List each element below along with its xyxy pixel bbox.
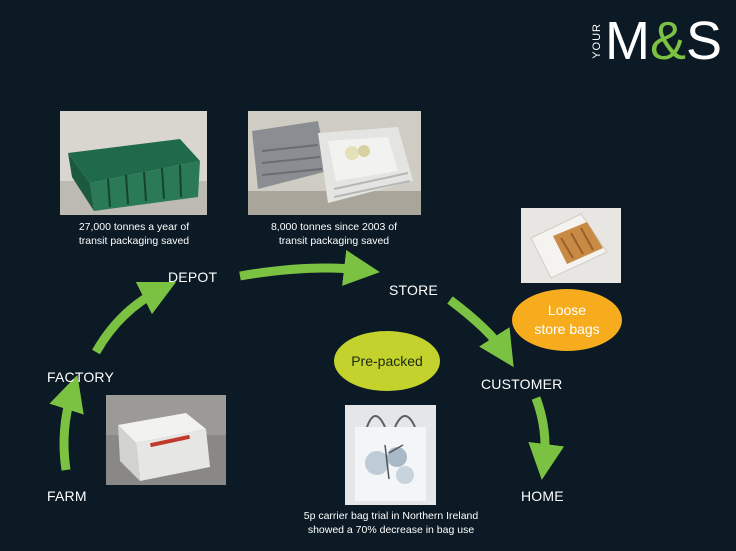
depot-caption-line2: transit packaging saved xyxy=(78,234,190,247)
loose-bags-bubble: Loose store bags xyxy=(512,289,622,351)
boxes-photo xyxy=(106,395,226,485)
loose-label-line1: Loose xyxy=(547,302,587,319)
store-caption-line2: transit packaging saved xyxy=(278,234,390,247)
bag-caption-line2: showed a 70% decrease in bag use xyxy=(307,523,475,536)
bag-caption-line1: 5p carrier bag trial in Northern Ireland xyxy=(303,510,479,522)
store-caption-line1: 8,000 tonnes since 2003 of xyxy=(270,221,398,233)
totes-photo xyxy=(248,111,421,215)
prepacked-label: Pre-packed xyxy=(351,352,423,369)
arrow-store-to-customer xyxy=(447,296,514,368)
logo-m: M xyxy=(604,11,650,71)
bag-caption: 5p carrier bag trial in Northern Ireland… xyxy=(286,510,496,537)
store-caption: 8,000 tonnes since 2003 of transit packa… xyxy=(244,221,424,248)
depot-caption: 27,000 tonnes a year of transit packagin… xyxy=(52,221,216,248)
depot-caption-line1: 27,000 tonnes a year of xyxy=(78,221,190,233)
node-farm: FARM xyxy=(47,488,87,504)
node-customer: CUSTOMER xyxy=(481,376,563,392)
arrow-farm-to-factory xyxy=(49,374,84,471)
arrow-depot-to-store xyxy=(239,250,380,286)
bread-bag-photo xyxy=(521,208,621,283)
arrow-factory-to-depot xyxy=(92,281,177,355)
node-factory: FACTORY xyxy=(47,369,115,385)
carrier-bag-photo xyxy=(345,405,436,505)
ms-logo: YOUR M & S xyxy=(591,14,722,68)
crate-photo xyxy=(60,111,207,215)
node-store: STORE xyxy=(389,282,438,298)
logo-s: S xyxy=(685,11,722,71)
arrow-customer-to-home xyxy=(528,396,565,480)
node-home: HOME xyxy=(521,488,564,504)
prepacked-bubble: Pre-packed xyxy=(334,331,440,391)
logo-ampersand: & xyxy=(649,11,686,71)
loose-label-line2: store bags xyxy=(534,321,600,337)
node-depot: DEPOT xyxy=(168,269,218,285)
